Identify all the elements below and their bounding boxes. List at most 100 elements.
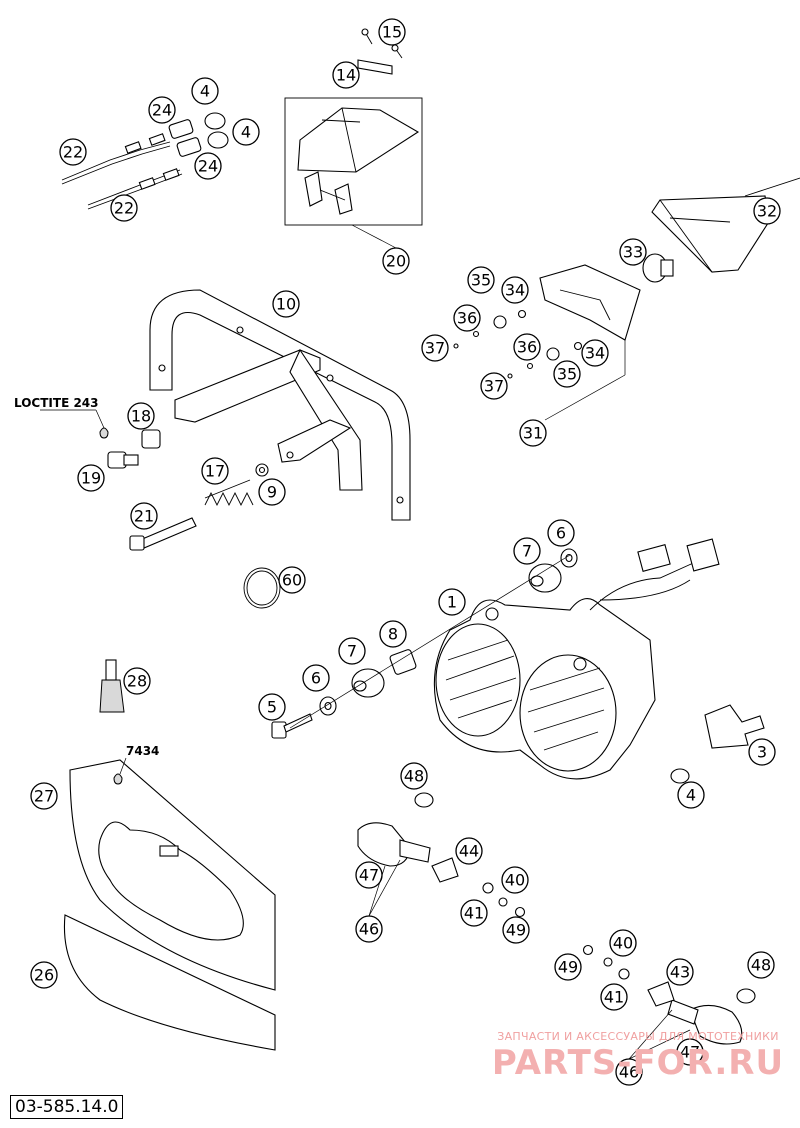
- callout-46-b: 46: [615, 1058, 643, 1086]
- bushing-18: [141, 429, 161, 449]
- svg-text:37: 37: [484, 377, 504, 396]
- svg-text:49: 49: [506, 921, 526, 940]
- svg-text:14: 14: [336, 66, 356, 85]
- svg-text:36: 36: [517, 338, 537, 357]
- adhesive-tube-28: [99, 659, 125, 713]
- washer-nut-set-right: [453, 309, 583, 379]
- callout-5: 5: [258, 693, 286, 721]
- callout-49-b: 49: [554, 953, 582, 981]
- loctite-note: LOCTITE 243: [14, 396, 99, 410]
- svg-text:48: 48: [404, 767, 424, 786]
- callout-48-b: 48: [747, 951, 775, 979]
- callout-35-a: 35: [467, 266, 495, 294]
- bulb-48-left: [414, 792, 434, 808]
- headlight-bulb-3: [704, 704, 765, 749]
- callout-32: 32: [753, 197, 781, 225]
- watermark-logo: PARTS-FOR.RU: [491, 1043, 785, 1083]
- svg-text:26: 26: [34, 966, 54, 985]
- svg-text:6: 6: [311, 669, 321, 688]
- callout-22-b: 22: [110, 194, 138, 222]
- callout-46-a: 46: [355, 915, 383, 943]
- callout-17: 17: [201, 457, 229, 485]
- svg-text:28: 28: [127, 672, 147, 691]
- loctite-drop-7434: [113, 773, 123, 785]
- callout-36-a: 36: [453, 304, 481, 332]
- callout-44: 44: [455, 837, 483, 865]
- callout-49-a: 49: [502, 916, 530, 944]
- cable-22-lower: [87, 168, 183, 210]
- wiring-connector: [599, 538, 720, 601]
- svg-text:1: 1: [447, 593, 457, 612]
- headlight-unit-1: [433, 559, 701, 780]
- svg-text:46: 46: [359, 920, 379, 939]
- svg-text:5: 5: [267, 698, 277, 717]
- callout-41-b: 41: [600, 983, 628, 1011]
- callout-18: 18: [127, 402, 155, 430]
- svg-text:41: 41: [464, 904, 484, 923]
- bulb-48-right: [736, 988, 756, 1004]
- svg-text:34: 34: [505, 281, 525, 300]
- svg-text:34: 34: [585, 344, 605, 363]
- svg-text:18: 18: [131, 407, 151, 426]
- callout-47-b: 47: [676, 1038, 704, 1066]
- svg-text:46: 46: [619, 1063, 639, 1082]
- callout-8: 8: [379, 620, 407, 648]
- svg-text:9: 9: [267, 483, 277, 502]
- svg-text:17: 17: [205, 462, 225, 481]
- callout-40-a: 40: [501, 866, 529, 894]
- watermark-tagline: ЗАПЧАСТИ И АКСЕССУАРЫ ДЛЯ МОТОТЕХНИКИ: [497, 1030, 779, 1043]
- callout-7-a: 7: [338, 637, 366, 665]
- callout-28: 28: [123, 667, 151, 695]
- svg-text:35: 35: [557, 365, 577, 384]
- callout-27: 27: [30, 782, 58, 810]
- drawing-code-label: 03-585.14.0: [10, 1095, 124, 1119]
- svg-text:24: 24: [198, 157, 218, 176]
- callout-6-a: 6: [302, 664, 330, 692]
- svg-text:4: 4: [686, 786, 696, 805]
- svg-text:7: 7: [522, 542, 532, 561]
- callout-37-a: 37: [421, 334, 449, 362]
- svg-text:48: 48: [751, 956, 771, 975]
- svg-text:4: 4: [241, 123, 251, 142]
- svg-text:33: 33: [623, 243, 643, 262]
- cover-26: [63, 914, 276, 1051]
- bulb-4-lower: [207, 131, 229, 149]
- svg-text:22: 22: [114, 199, 134, 218]
- svg-text:36: 36: [457, 309, 477, 328]
- callout-48-a: 48: [400, 762, 428, 790]
- callout-34-b: 34: [581, 339, 609, 367]
- svg-text:32: 32: [757, 202, 777, 221]
- callout-22-a: 22: [59, 138, 87, 166]
- callout-26: 26: [30, 961, 58, 989]
- rubber-7-lower: [351, 668, 385, 698]
- code-7434-note: 7434: [126, 744, 159, 758]
- svg-text:8: 8: [388, 625, 398, 644]
- bracket-plate-14: [357, 59, 393, 75]
- svg-text:20: 20: [386, 252, 406, 271]
- washer-9: [255, 463, 269, 477]
- cable-tie-60: [243, 567, 281, 609]
- cable-22-upper: [61, 133, 171, 185]
- watermark: ЗАПЧАСТИ И АКСЕССУАРЫ ДЛЯ МОТОТЕХНИКИ PA…: [488, 1030, 788, 1083]
- loctite-drop-left: [99, 427, 109, 439]
- svg-text:40: 40: [505, 871, 525, 890]
- turn-signal-left-47: [357, 822, 431, 867]
- washer-6-lower: [319, 696, 337, 716]
- svg-text:21: 21: [134, 507, 154, 526]
- turn-signal-right-47: [667, 999, 743, 1045]
- headlight-bracket-frame-10: [149, 289, 411, 521]
- svg-text:24: 24: [152, 101, 172, 120]
- svg-text:44: 44: [459, 842, 479, 861]
- svg-text:60: 60: [282, 571, 302, 590]
- callout-31: 31: [519, 419, 547, 447]
- svg-text:41: 41: [604, 988, 624, 1007]
- bulb-socket-24-upper: [168, 119, 194, 139]
- svg-text:19: 19: [81, 469, 101, 488]
- svg-text:15: 15: [382, 23, 402, 42]
- callout-37-b: 37: [480, 372, 508, 400]
- svg-text:35: 35: [471, 271, 491, 290]
- signal-bracket-44: [431, 857, 459, 883]
- callout-15: 15: [378, 18, 406, 46]
- svg-text:31: 31: [523, 424, 543, 443]
- callout-35-b: 35: [553, 360, 581, 388]
